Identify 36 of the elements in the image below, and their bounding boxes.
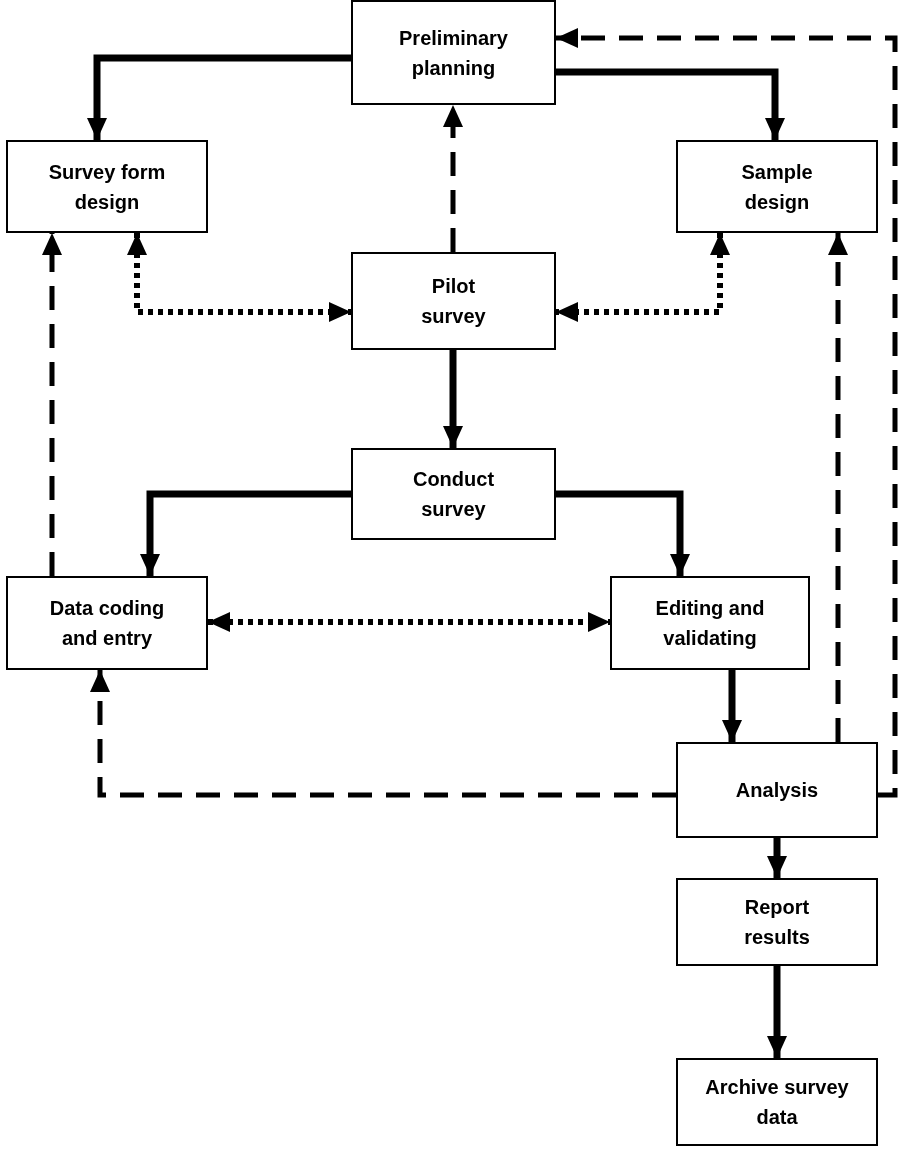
- arrow: [767, 966, 787, 1058]
- process-box: [351, 448, 556, 540]
- box-label: Pilot survey: [420, 274, 487, 329]
- process-box: [6, 576, 208, 670]
- arrow: [443, 105, 463, 252]
- box-label: Report results: [743, 895, 811, 950]
- box-label: Sample design: [740, 159, 814, 215]
- process-box: [351, 252, 556, 350]
- box-label: Conduct survey: [411, 467, 496, 522]
- arrow: [556, 490, 690, 576]
- box-label: Survey form design: [47, 159, 167, 215]
- arrow: [87, 54, 351, 140]
- arrow: [127, 233, 351, 322]
- arrow: [828, 233, 848, 742]
- box-label: Analysis: [735, 778, 819, 803]
- box-label: Archive survey data: [704, 1075, 850, 1130]
- box-label: Preliminary planning: [398, 25, 509, 81]
- arrow: [208, 612, 610, 632]
- process-box: [6, 140, 208, 233]
- arrow: [556, 233, 730, 322]
- process-box: [676, 140, 878, 233]
- arrow: [140, 490, 351, 576]
- process-box: [676, 742, 878, 838]
- arrow: [556, 68, 785, 140]
- process-box: [610, 576, 810, 670]
- arrow: [556, 28, 898, 798]
- arrow: [767, 838, 787, 878]
- box-label: Data coding and entry: [48, 596, 166, 651]
- process-box: [676, 878, 878, 966]
- arrow: [443, 350, 463, 448]
- arrow: [90, 670, 676, 798]
- process-box: [351, 0, 556, 105]
- arrow: [722, 670, 742, 742]
- process-box: [676, 1058, 878, 1146]
- arrow: [42, 233, 62, 576]
- box-label: Editing and validating: [654, 596, 766, 651]
